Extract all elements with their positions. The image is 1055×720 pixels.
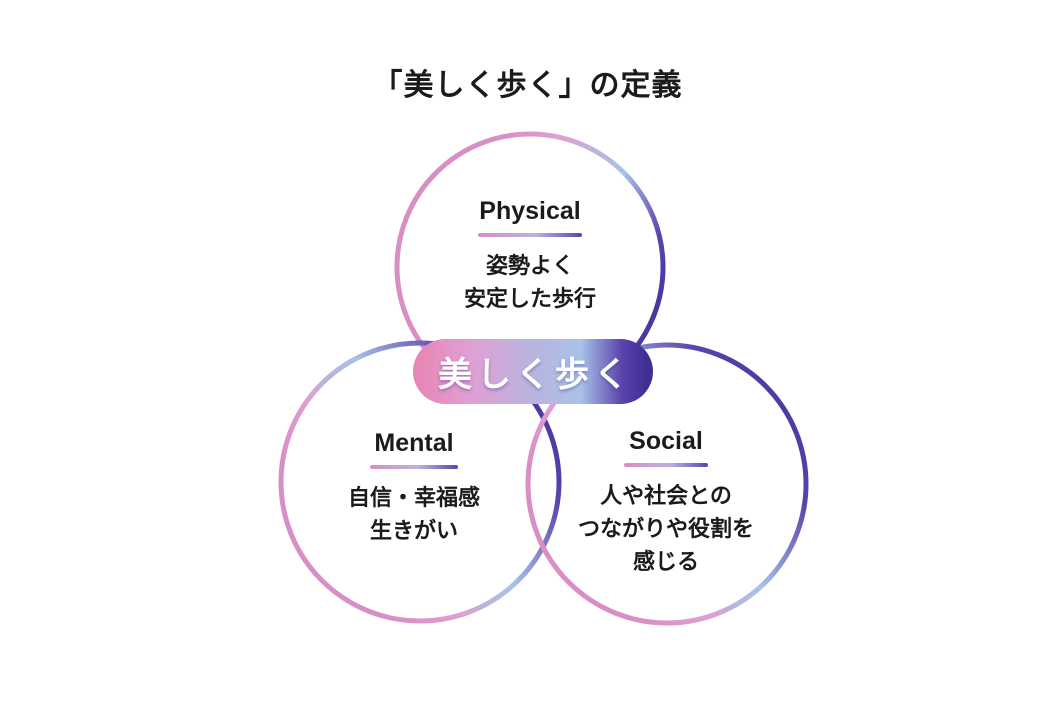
social-heading: Social [629, 427, 703, 455]
social-underline [624, 463, 708, 467]
physical-description: 姿勢よく 安定した歩行 [464, 249, 596, 315]
mental-heading: Mental [374, 429, 454, 457]
social-label: Social 人や社会との つながりや役割を 感じる [536, 426, 796, 578]
social-line: つながりや役割を [577, 516, 754, 541]
physical-line: 姿勢よく [485, 253, 574, 278]
physical-label: Physical 姿勢よく 安定した歩行 [410, 196, 650, 315]
mental-label: Mental 自信・幸福感 生きがい [294, 428, 534, 547]
social-line: 人や社会との [600, 483, 732, 508]
mental-description: 自信・幸福感 生きがい [348, 481, 480, 547]
page-title: 「美しく歩く」の定義 [372, 69, 683, 102]
center-pill-label: 美しく歩く [438, 356, 633, 394]
social-circle [525, 342, 809, 626]
social-description: 人や社会との つながりや役割を 感じる [578, 479, 754, 578]
social-line: 感じる [632, 549, 699, 574]
mental-circle [278, 340, 562, 624]
physical-line: 安定した歩行 [463, 286, 596, 311]
physical-heading: Physical [479, 197, 581, 225]
mental-underline [370, 465, 458, 469]
mental-line: 生きがい [369, 518, 458, 543]
center-pill: 美しく歩く [413, 339, 653, 404]
physical-underline [478, 233, 582, 237]
mental-line: 自信・幸福感 [347, 485, 480, 510]
